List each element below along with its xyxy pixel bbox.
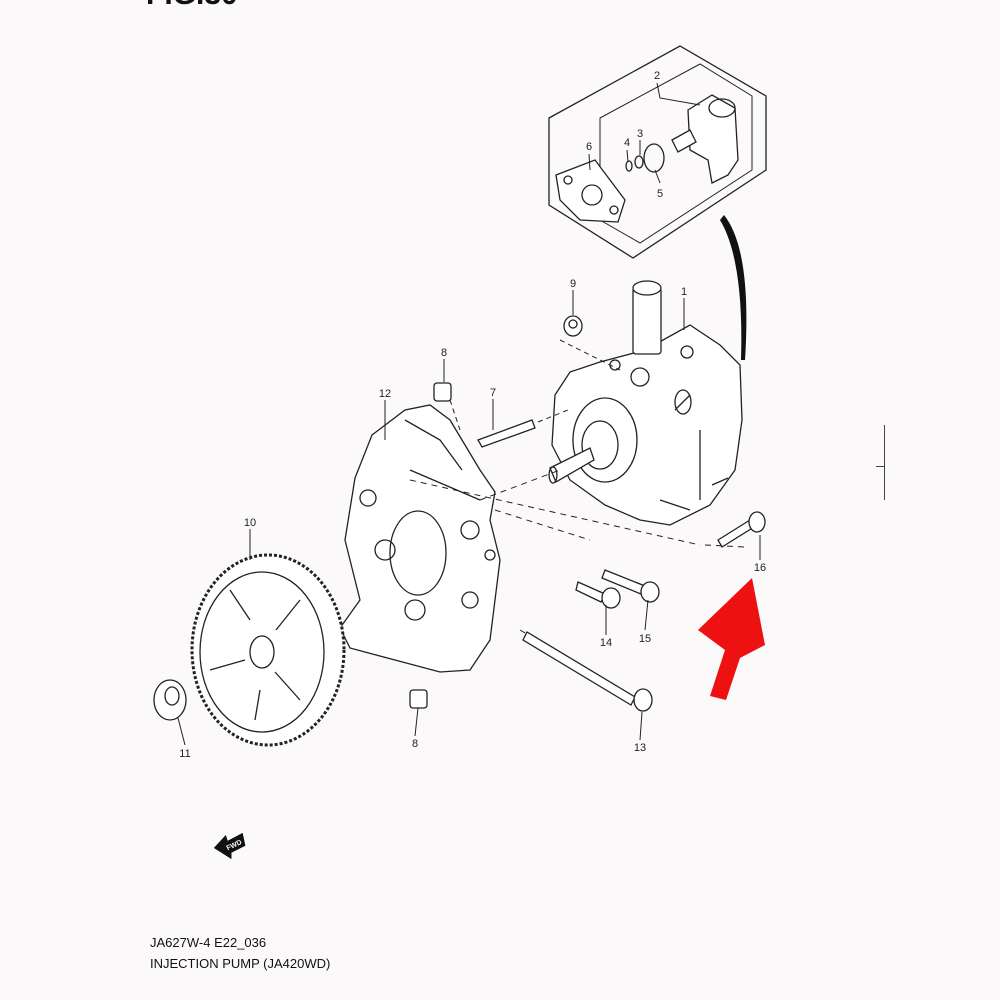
callout-7: 7 bbox=[490, 387, 496, 399]
callout-12: 12 bbox=[379, 388, 391, 400]
callout-labels: 1 2 3 4 5 6 7 8 8 9 10 11 12 13 14 15 16 bbox=[179, 70, 766, 760]
caption-code: JA627W-4 E22_036 bbox=[150, 935, 267, 950]
figure-title: FIG.30 bbox=[146, 0, 238, 12]
nut-part bbox=[563, 315, 583, 337]
callout-13: 13 bbox=[634, 742, 646, 754]
callout-9: 9 bbox=[570, 278, 576, 290]
callout-11: 11 bbox=[179, 748, 190, 760]
callout-15: 15 bbox=[639, 633, 651, 645]
caption-title: INJECTION PUMP (JA420WD) bbox=[150, 956, 331, 971]
pin-part bbox=[409, 689, 428, 709]
callout-1: 1 bbox=[681, 286, 687, 298]
inset-link bbox=[720, 215, 747, 360]
pin-part bbox=[433, 382, 452, 402]
pump-bracket bbox=[339, 404, 501, 673]
callout-8-bottom: 8 bbox=[412, 738, 418, 750]
stud-part bbox=[477, 419, 536, 448]
callout-16: 16 bbox=[754, 562, 766, 574]
callout-3: 3 bbox=[637, 128, 643, 140]
bolt-14 bbox=[575, 581, 621, 609]
callout-5: 5 bbox=[657, 188, 663, 200]
callout-14: 14 bbox=[600, 637, 612, 649]
callout-4: 4 bbox=[624, 137, 630, 149]
page-edge-tick bbox=[876, 466, 885, 467]
detail-inset bbox=[548, 45, 767, 259]
page-edge-line bbox=[884, 425, 885, 500]
highlight-arrow bbox=[698, 578, 765, 700]
callout-6: 6 bbox=[586, 141, 592, 153]
bolt-13 bbox=[522, 631, 653, 712]
pulley-nut bbox=[153, 679, 187, 721]
injection-pump bbox=[548, 280, 743, 526]
bolt-16 bbox=[717, 511, 766, 548]
valve-part bbox=[671, 94, 739, 184]
pump-pulley bbox=[190, 553, 346, 747]
callout-10: 10 bbox=[244, 517, 256, 529]
bolt-15 bbox=[601, 569, 660, 603]
fwd-arrow-icon: FWD bbox=[212, 831, 247, 861]
callout-8-top: 8 bbox=[441, 347, 447, 359]
gasket-part bbox=[555, 159, 626, 223]
callout-2: 2 bbox=[654, 70, 660, 82]
